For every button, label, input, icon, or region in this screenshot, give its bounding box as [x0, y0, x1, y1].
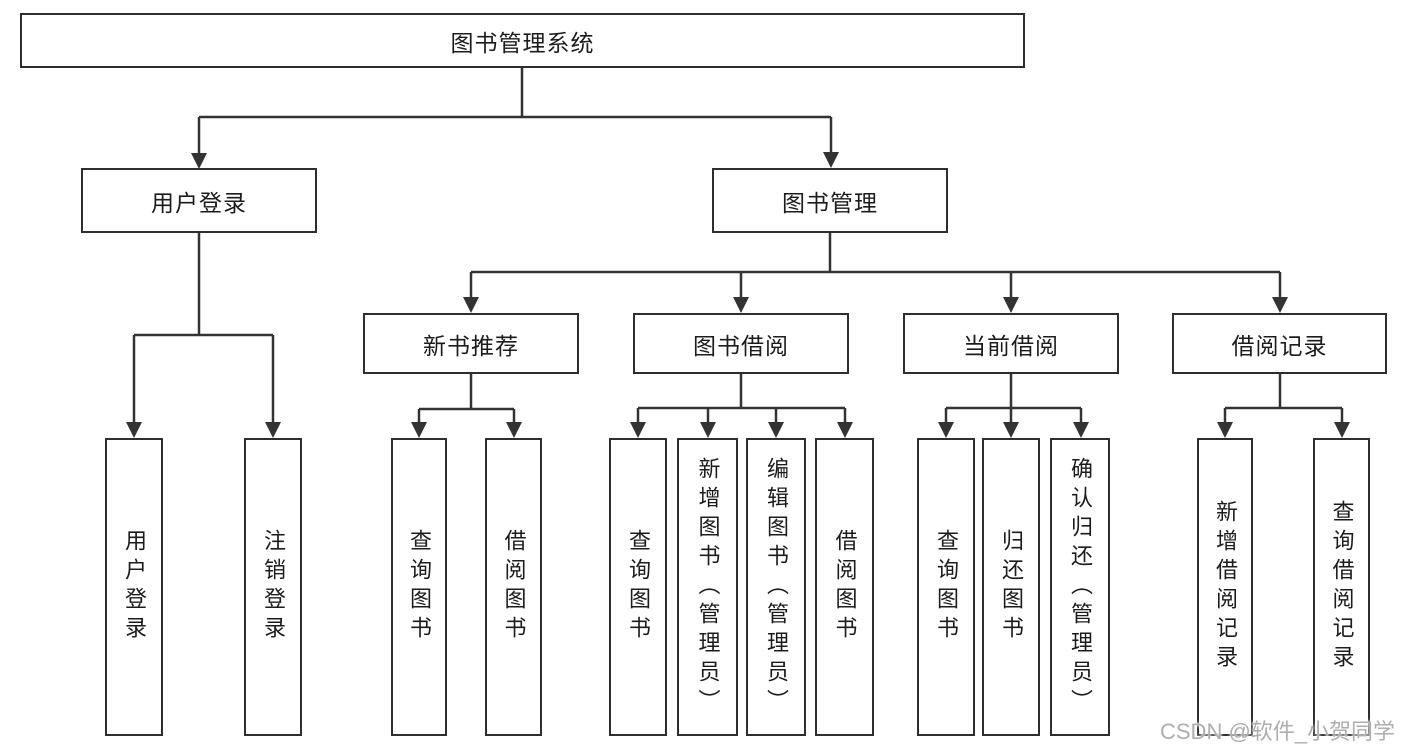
node-label: 新增借阅记录	[1213, 500, 1238, 674]
leaf-logout: 注销登录	[244, 438, 302, 736]
node-borrow-record: 借阅记录	[1172, 313, 1387, 374]
edge-user-login-to-leaves	[126, 233, 281, 438]
arrowheads	[938, 422, 1089, 438]
leaf-borrow-book-1: 借阅图书	[485, 438, 542, 736]
node-label: 借阅图书	[832, 529, 858, 645]
node-label: 图书管理系统	[450, 29, 595, 56]
leaf-query-book-2: 查询图书	[609, 438, 667, 736]
edge-borrow-record-to-leaves	[1217, 373, 1350, 438]
edge-root-to-level2	[191, 68, 839, 169]
node-library-management-system: 图书管理系统	[20, 13, 1025, 68]
edge-lines	[197, 68, 833, 154]
node-label: 新书推荐	[423, 332, 519, 359]
node-label: 查询图书	[407, 529, 432, 645]
arrowheads	[630, 422, 853, 438]
node-label: 查询图书	[934, 529, 959, 645]
edge-lines	[417, 373, 516, 424]
edge-lines	[132, 233, 275, 424]
leaf-query-book-1: 查询图书	[391, 438, 447, 736]
node-label: 注销登录	[261, 529, 286, 645]
leaf-query-book-3: 查询图书	[917, 438, 975, 736]
node-label: 借阅记录	[1231, 332, 1328, 359]
arrowheads	[1217, 422, 1350, 438]
arrowheads	[191, 152, 839, 169]
node-label: 确认归还（管理员）	[1068, 456, 1093, 718]
leaf-add-book-admin: 新增图书（管理员）	[677, 438, 738, 736]
node-label: 用户登录	[122, 529, 147, 645]
node-label: 图书借阅	[693, 332, 789, 359]
node-book-management: 图书管理	[712, 168, 948, 233]
arrowheads	[126, 422, 281, 438]
leaf-confirm-return-admin: 确认归还（管理员）	[1050, 438, 1110, 736]
leaf-user-login: 用户登录	[105, 438, 163, 736]
node-user-login: 用户登录	[81, 168, 317, 233]
node-label: 借阅图书	[501, 529, 527, 645]
edge-new-book-to-leaves	[411, 373, 522, 438]
edge-lines	[944, 373, 1083, 424]
node-current-borrow: 当前借阅	[903, 313, 1119, 374]
leaf-return-book: 归还图书	[982, 438, 1040, 736]
node-label: 新增图书（管理员）	[695, 456, 721, 718]
node-label: 用户登录	[151, 189, 247, 216]
leaf-edit-book-admin: 编辑图书（管理员）	[746, 438, 806, 736]
node-label: 图书管理	[782, 189, 878, 216]
edge-lines	[469, 233, 1282, 300]
edge-book-mgmt-to-level3	[463, 233, 1288, 313]
node-label: 查询借阅记录	[1329, 500, 1355, 674]
node-label: 编辑图书（管理员）	[764, 456, 789, 718]
node-book-borrow: 图书借阅	[633, 313, 849, 374]
csdn-watermark: CSDN @软件_小贺同学	[1160, 719, 1396, 744]
node-label: 当前借阅	[963, 332, 1059, 359]
node-label: 查询图书	[626, 529, 651, 645]
arrowheads	[411, 422, 522, 438]
leaf-borrow-book-2: 借阅图书	[815, 438, 874, 736]
leaf-add-borrow-record: 新增借阅记录	[1197, 438, 1253, 736]
node-new-book-recommend: 新书推荐	[363, 313, 579, 374]
arrowheads	[463, 297, 1288, 313]
edge-book-borrow-to-leaves	[630, 373, 853, 438]
node-label: 归还图书	[999, 529, 1024, 645]
edge-current-borrow-to-leaves	[938, 373, 1089, 438]
edge-lines	[636, 373, 847, 424]
edge-lines	[1223, 373, 1344, 424]
leaf-query-borrow-record: 查询借阅记录	[1313, 438, 1370, 736]
